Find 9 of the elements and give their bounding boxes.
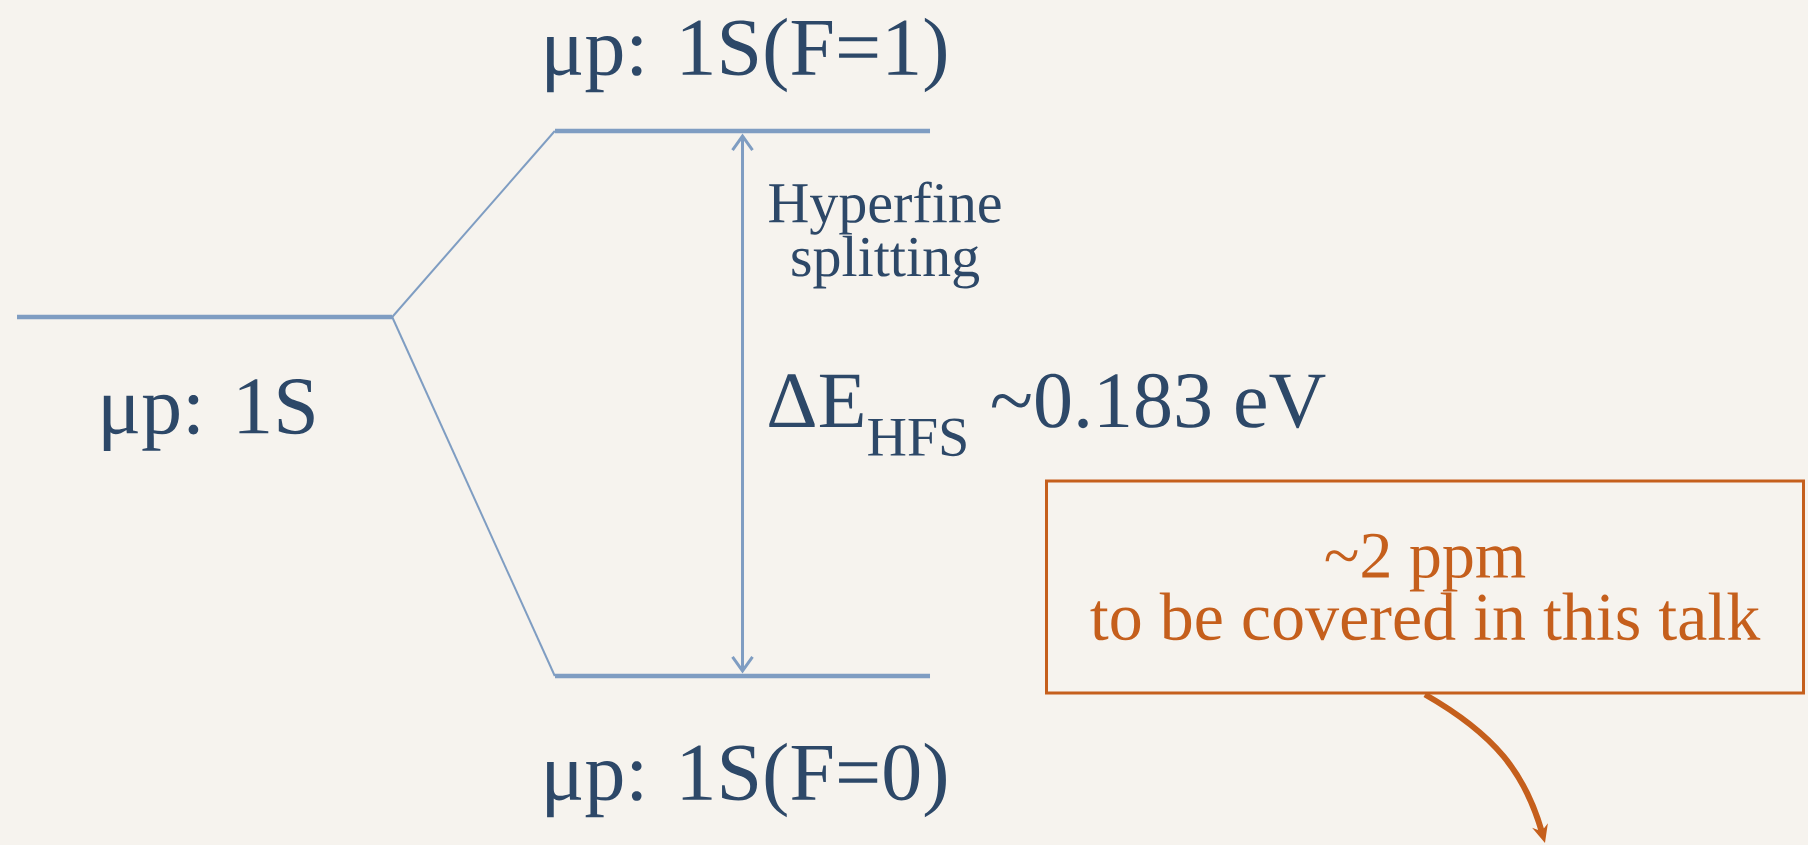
level-label: μp: 1S(F=1) bbox=[547, 17, 946, 93]
level-label: μp: 1S bbox=[103, 379, 314, 451]
callout-box: ~2 ppm to be covered in this talk bbox=[1045, 479, 1805, 695]
double-arrow bbox=[731, 133, 754, 674]
annotation-text: Hyperfine splitting bbox=[769, 181, 1001, 289]
level-label: μp: 1S(F=0) bbox=[547, 742, 946, 818]
energy-value: ΔE$_{HFS}$ ~0.183 eV bbox=[769, 373, 1326, 457]
connector-line bbox=[391, 316, 556, 677]
connector-line bbox=[391, 130, 556, 318]
